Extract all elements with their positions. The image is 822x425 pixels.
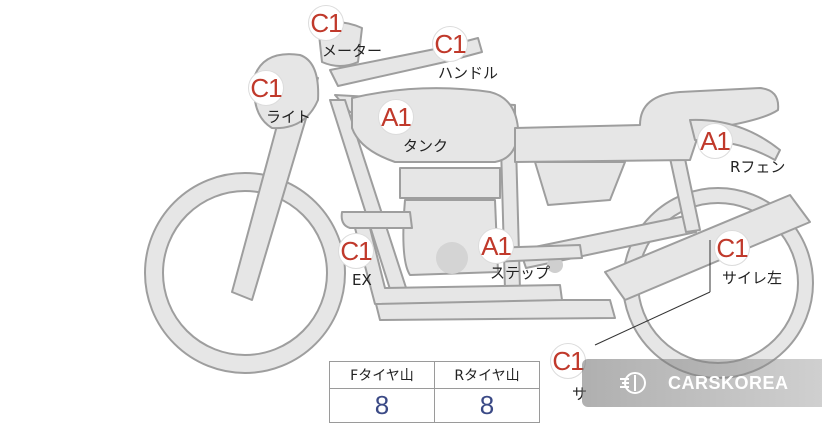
- meter-label: メーター: [322, 42, 383, 60]
- tire-tread-table: Fタイヤ山 Rタイヤ山 8 8: [329, 361, 540, 423]
- ex-grade-badge: C1: [338, 233, 374, 269]
- leader-line-2: [594, 291, 711, 346]
- muffler: [604, 194, 811, 301]
- r-fender-grade-badge: A1: [697, 123, 733, 159]
- handle-label: ハンドル: [438, 64, 499, 82]
- engine-cover: [436, 242, 468, 274]
- rear-tread-header: Rタイヤ山: [434, 361, 540, 389]
- side-cover: [534, 161, 626, 206]
- tank-grade-badge: A1: [378, 99, 414, 135]
- front-tread-value: 8: [329, 388, 435, 423]
- seat: [514, 87, 780, 163]
- engine-sprocket: [547, 257, 563, 273]
- meter-grade-badge: C1: [308, 5, 344, 41]
- front-tread-header: Fタイヤ山: [329, 361, 435, 389]
- carskorea-logo-icon: [620, 372, 646, 394]
- tank-label: タンク: [403, 137, 449, 155]
- r-fender-label: Rフェン: [730, 158, 786, 176]
- step-grade-badge: A1: [478, 228, 514, 264]
- silencer-left-grade-badge: C1: [714, 230, 750, 266]
- silencer-left-label: サイレ左: [722, 269, 783, 287]
- ex-label: EX: [352, 271, 372, 289]
- light-label: ライト: [266, 108, 312, 126]
- carskorea-watermark: CARSKOREA: [582, 359, 822, 407]
- silencer-right-grade-badge: C1: [550, 343, 586, 379]
- light-grade-badge: C1: [248, 70, 284, 106]
- step-label: ステップ: [490, 264, 551, 282]
- handle-grade-badge: C1: [432, 26, 468, 62]
- watermark-text: CARSKOREA: [668, 373, 789, 393]
- rear-tread-value: 8: [434, 388, 540, 423]
- engine-head: [399, 167, 501, 199]
- exhaust-lower: [354, 227, 563, 305]
- exhaust-pipe: [340, 211, 413, 229]
